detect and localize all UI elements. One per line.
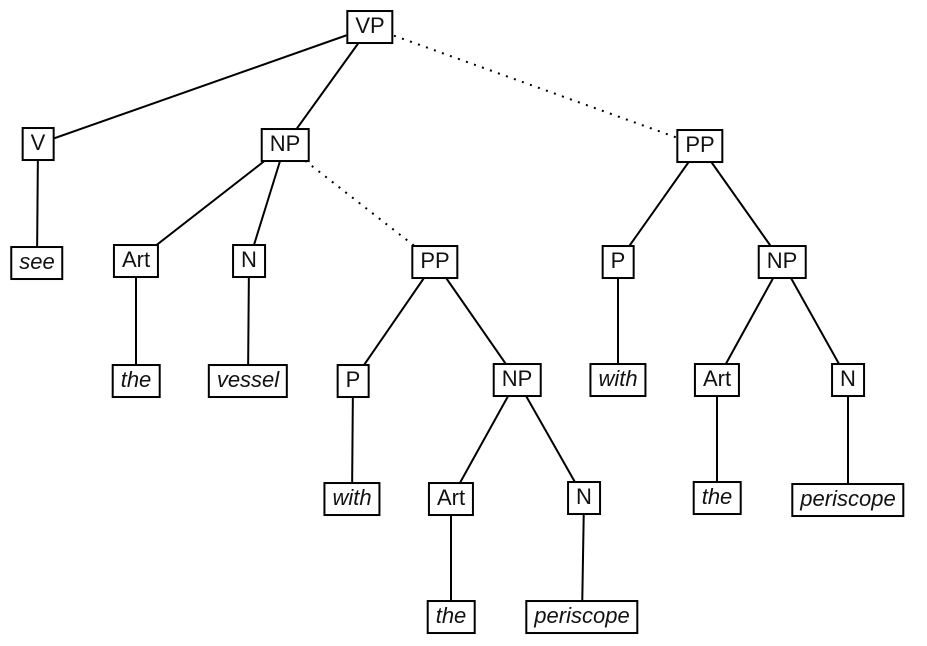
tree-edge-p1-with1	[351, 380, 354, 500]
tree-node-the1: the	[111, 364, 161, 398]
tree-node-vp: VP	[346, 10, 394, 44]
tree-edge-np1-n1	[248, 144, 286, 262]
tree-edge-np1-art1	[135, 144, 286, 262]
tree-node-with1: with	[323, 482, 381, 516]
tree-node-periscope2: periscope	[791, 483, 905, 517]
tree-node-p2: P	[601, 245, 635, 279]
tree-node-n2: N	[567, 481, 601, 515]
tree-node-art2: Art	[427, 482, 475, 516]
tree-node-periscope1: periscope	[525, 600, 639, 634]
tree-edge-np3-art3	[716, 261, 783, 381]
tree-node-pp2: PP	[676, 129, 724, 163]
tree-edge-pp1-np2	[434, 261, 518, 381]
tree-edge-np2-n2	[516, 379, 585, 499]
tree-edge-pp2-np3	[699, 145, 783, 263]
tree-edge-pp1-p1	[352, 261, 436, 382]
tree-node-vessel: vessel	[207, 364, 289, 398]
tree-node-np2: NP	[492, 363, 542, 397]
tree-node-art3: Art	[693, 363, 741, 397]
tree-node-p1: P	[336, 364, 370, 398]
tree-edge-n1-vessel	[247, 260, 250, 382]
tree-node-n3: N	[831, 363, 865, 397]
tree-edge-np2-art2	[450, 379, 518, 500]
tree-node-art1: Art	[112, 244, 160, 278]
tree-edge-pp2-p2	[617, 145, 701, 263]
tree-edge-n2-periscope1	[581, 497, 585, 618]
tree-edge-vp-np1	[284, 26, 371, 146]
tree-edge-np1-pp1	[284, 144, 436, 263]
tree-edge-np3-n3	[781, 261, 849, 381]
tree-node-np1: NP	[260, 128, 310, 162]
tree-node-see: see	[10, 246, 64, 280]
tree-node-the2: the	[426, 600, 476, 634]
tree-node-with2: with	[589, 363, 647, 397]
tree-node-np3: NP	[757, 245, 807, 279]
tree-node-n1: N	[232, 244, 266, 278]
tree-node-pp1: PP	[411, 245, 459, 279]
tree-edge-vp-v	[37, 26, 371, 145]
tree-edge-v-see	[36, 143, 39, 264]
tree-node-v: V	[21, 127, 55, 161]
tree-node-the3: the	[692, 481, 742, 515]
